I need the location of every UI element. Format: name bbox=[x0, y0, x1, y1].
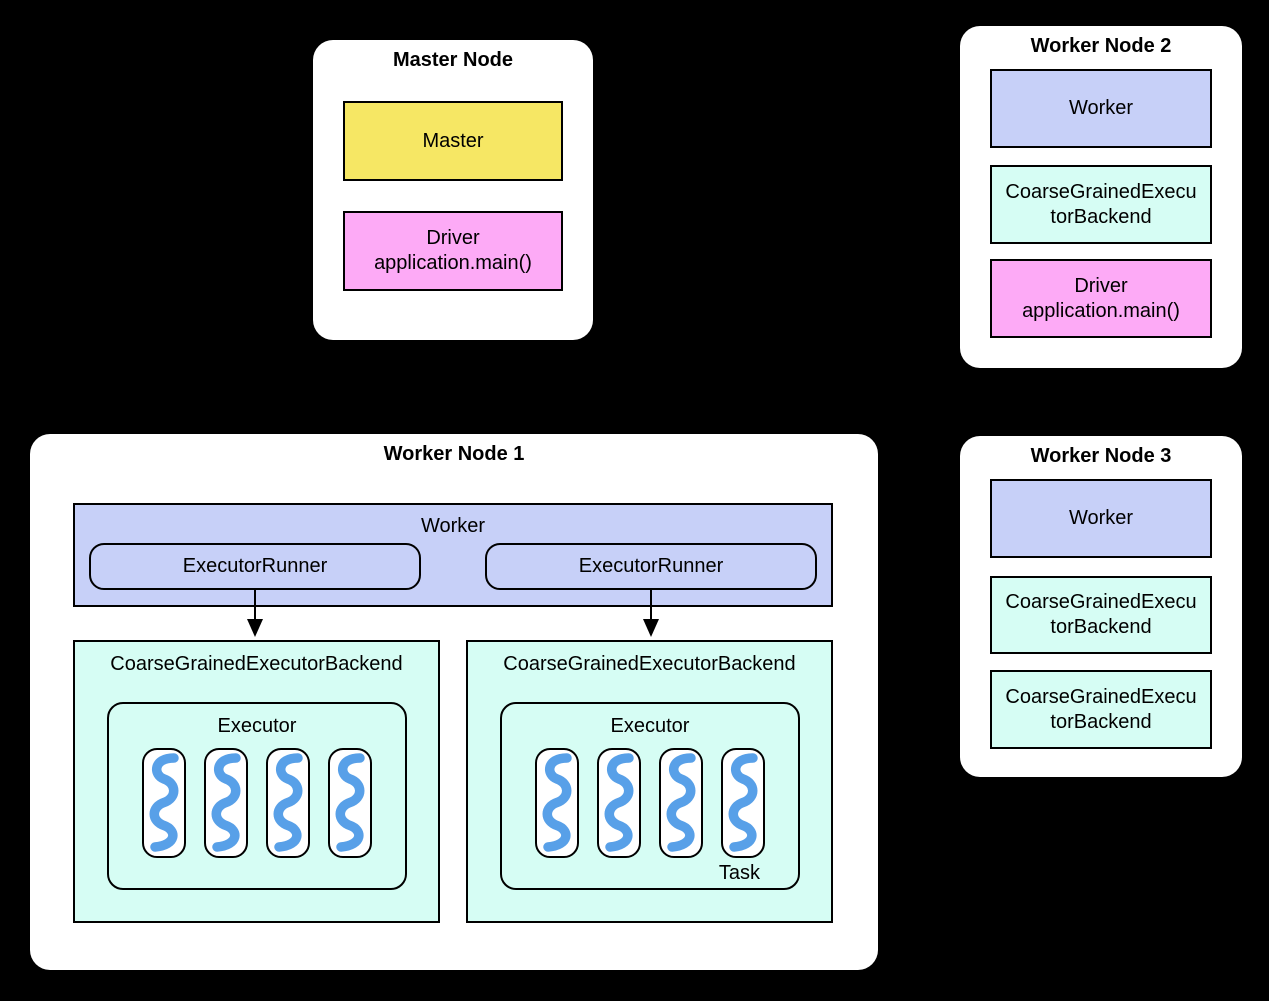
worker-node-3-panel: Worker Node 3 Worker CoarseGrainedExecu … bbox=[960, 436, 1242, 777]
arrow-down-head-icon bbox=[643, 619, 659, 637]
task-pill bbox=[659, 748, 703, 858]
task-label: Task bbox=[718, 862, 760, 884]
task-pill bbox=[266, 748, 310, 858]
task-pill bbox=[142, 748, 186, 858]
worker-node-2-title: Worker Node 2 bbox=[1030, 35, 1172, 57]
backend-label: CoarseGrainedExecutorBackend bbox=[503, 653, 796, 675]
coarse-grained-executor-backend-box: CoarseGrainedExecutorBackend Executor bbox=[73, 640, 440, 923]
task-pill bbox=[328, 748, 372, 858]
executor-runner-box: ExecutorRunner bbox=[485, 543, 817, 590]
worker-label: Worker bbox=[420, 515, 486, 537]
arrow-down-line bbox=[650, 590, 652, 619]
task-pill bbox=[535, 748, 579, 858]
task-pill bbox=[597, 748, 641, 858]
master-node-panel: Master Node Master Driver application.ma… bbox=[313, 40, 593, 340]
task-pill bbox=[204, 748, 248, 858]
task-squiggle-icon bbox=[728, 753, 758, 852]
task-pill-row bbox=[109, 748, 405, 858]
master-node-title: Master Node bbox=[392, 49, 514, 71]
worker-node-2-panel: Worker Node 2 Worker CoarseGrainedExecu … bbox=[960, 26, 1242, 368]
task-pill-row bbox=[502, 748, 798, 858]
backend-label: CoarseGrainedExecutorBackend bbox=[110, 653, 403, 675]
task-pill bbox=[721, 748, 765, 858]
master-box: Master bbox=[343, 101, 563, 181]
executor-box: Executor bbox=[107, 702, 407, 890]
task-squiggle-icon bbox=[211, 753, 241, 852]
coarse-grained-executor-backend-box: CoarseGrainedExecu torBackend bbox=[990, 670, 1212, 749]
worker-box: Worker bbox=[990, 479, 1212, 558]
task-squiggle-icon bbox=[666, 753, 696, 852]
coarse-grained-executor-backend-box: CoarseGrainedExecutorBackend Executor Ta… bbox=[466, 640, 833, 923]
task-squiggle-icon bbox=[542, 753, 572, 852]
task-squiggle-icon bbox=[335, 753, 365, 852]
worker-node-1-title: Worker Node 1 bbox=[383, 443, 525, 465]
task-squiggle-icon bbox=[149, 753, 179, 852]
executor-label: Executor bbox=[610, 715, 690, 737]
coarse-grained-executor-backend-box: CoarseGrainedExecu torBackend bbox=[990, 165, 1212, 244]
worker-box: Worker ExecutorRunner ExecutorRunner bbox=[73, 503, 833, 607]
worker-box: Worker bbox=[990, 69, 1212, 148]
arrow-down-head-icon bbox=[247, 619, 263, 637]
executor-runner-box: ExecutorRunner bbox=[89, 543, 421, 590]
task-squiggle-icon bbox=[604, 753, 634, 852]
executor-label: Executor bbox=[217, 715, 297, 737]
task-squiggle-icon bbox=[273, 753, 303, 852]
driver-application-box: Driver application.main() bbox=[990, 259, 1212, 338]
driver-application-box: Driver application.main() bbox=[343, 211, 563, 291]
executor-box: Executor Task bbox=[500, 702, 800, 890]
coarse-grained-executor-backend-box: CoarseGrainedExecu torBackend bbox=[990, 576, 1212, 654]
worker-node-1-panel: Worker Node 1 Worker ExecutorRunner Exec… bbox=[30, 434, 878, 970]
arrow-down-line bbox=[254, 590, 256, 619]
worker-node-3-title: Worker Node 3 bbox=[1030, 445, 1172, 467]
